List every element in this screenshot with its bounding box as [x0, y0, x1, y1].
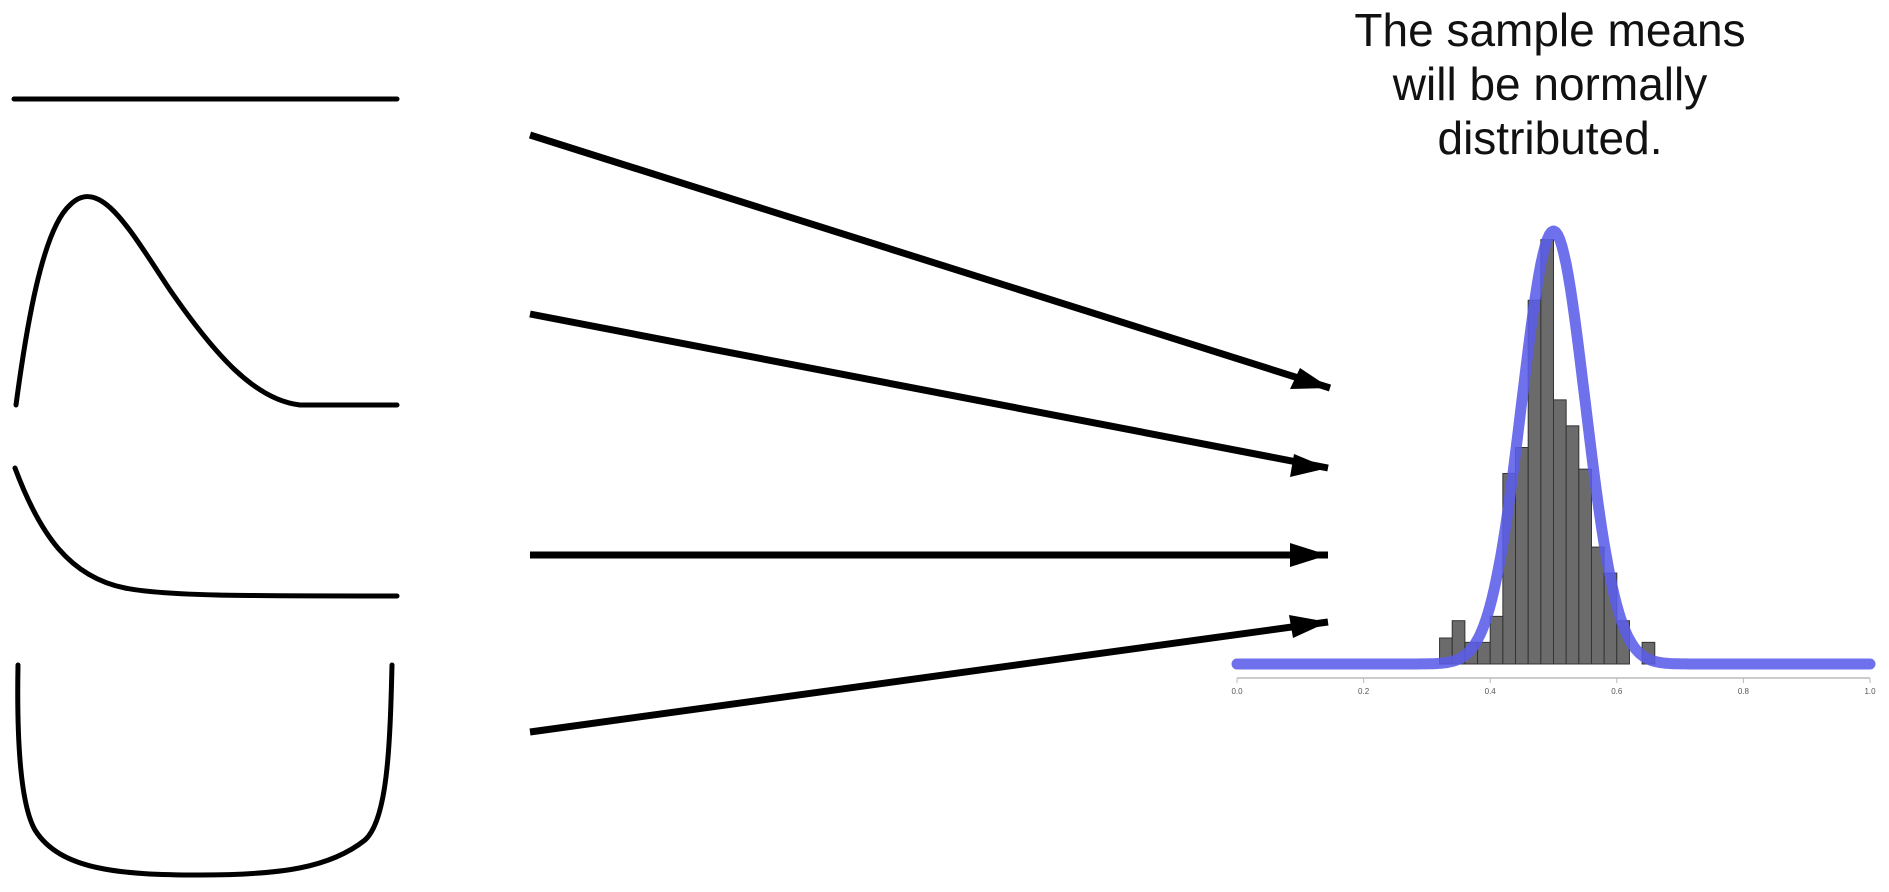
- x-tick-label: 0.0: [1231, 687, 1243, 696]
- histogram-bars: [1439, 239, 1656, 665]
- arrowhead-icon: [1290, 368, 1330, 389]
- x-tick-label: 0.8: [1738, 687, 1750, 696]
- histogram-bar: [1489, 615, 1504, 665]
- histogram-bar: [1565, 425, 1580, 665]
- histogram-bar: [1578, 468, 1592, 665]
- caption-line: The sample means: [1354, 4, 1746, 56]
- sample-means-histogram: 0.0 0.2 0.4 0.6 0.8 1.0: [1231, 225, 1876, 696]
- source-distributions: [11, 96, 400, 878]
- arrows: [528, 131, 1332, 736]
- arrow: [529, 618, 1329, 736]
- histogram-bar: [1553, 399, 1567, 665]
- x-tick-label: 0.2: [1358, 687, 1370, 696]
- x-tick-label: 1.0: [1864, 687, 1876, 696]
- caption: The sample means will be normally distri…: [1270, 4, 1830, 165]
- x-axis-ticks: 0.0 0.2 0.4 0.6 0.8 1.0: [1231, 678, 1876, 696]
- exponential-distribution-curve: [12, 465, 400, 599]
- caption-line: will be normally: [1392, 57, 1708, 110]
- x-tick-label: 0.4: [1485, 687, 1497, 696]
- caption-line: distributed.: [1437, 111, 1663, 164]
- arrow: [528, 131, 1332, 392]
- histogram-bar: [1540, 239, 1554, 665]
- histogram-bar: [1590, 546, 1605, 665]
- u-shaped-distribution-curve: [15, 662, 395, 878]
- arrow: [529, 310, 1329, 472]
- arrowhead-icon: [1290, 543, 1328, 567]
- arrowhead-icon: [1290, 454, 1328, 477]
- right-skewed-distribution-curve: [13, 194, 400, 408]
- normal-curve: [1231, 225, 1876, 670]
- arrowhead-icon: [1289, 615, 1328, 638]
- x-tick-label: 0.6: [1611, 687, 1623, 696]
